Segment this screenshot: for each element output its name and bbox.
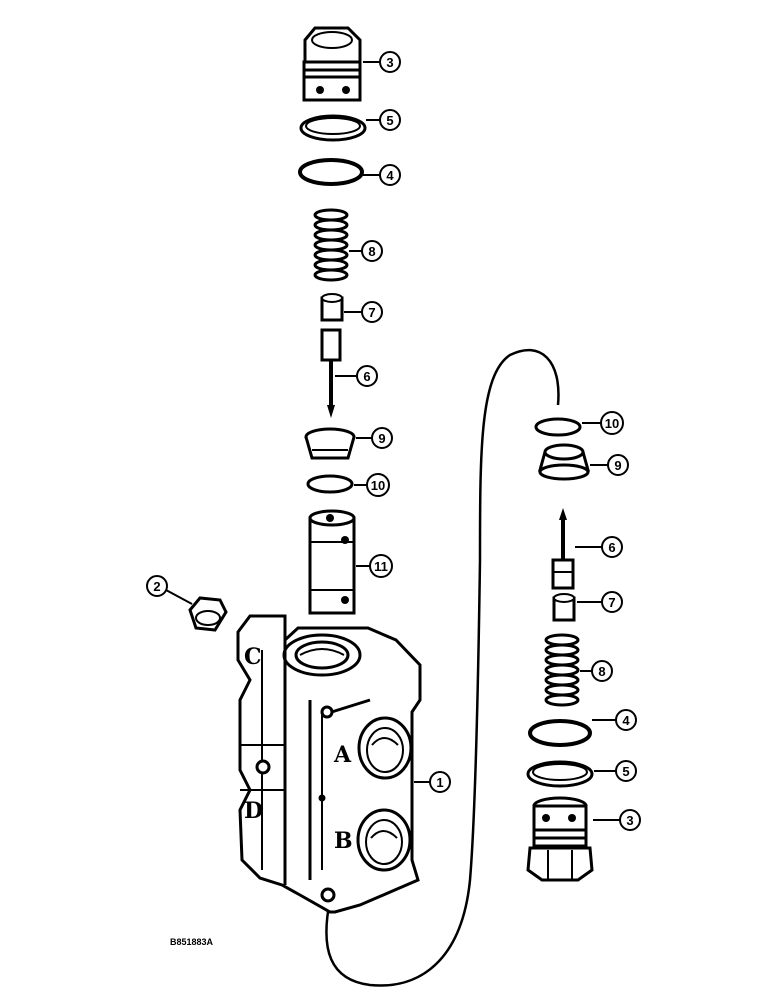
sleeve <box>308 509 356 615</box>
callouts <box>146 51 641 831</box>
poppet-top <box>320 328 342 418</box>
callout-number: 10 <box>605 416 619 431</box>
guide-right <box>552 593 576 622</box>
backup-ring-right <box>526 760 594 788</box>
callout-number: 11 <box>374 559 388 574</box>
callout-number: 6 <box>608 540 615 555</box>
callout-number: 4 <box>386 168 394 183</box>
callout-7-right <box>577 591 623 613</box>
callout-number: 5 <box>622 764 629 779</box>
callout-9-left <box>356 427 393 449</box>
callout-number: 1 <box>436 775 443 790</box>
guide-top <box>320 293 344 322</box>
port-label-d: D <box>244 798 263 824</box>
callout-number: 4 <box>622 713 630 728</box>
callout-2 <box>146 575 193 605</box>
port-label-c: C <box>244 644 262 670</box>
callout-9-right <box>590 454 629 476</box>
plug-top <box>302 26 362 102</box>
plug-bottom <box>526 796 594 882</box>
callout-number: 2 <box>153 579 160 594</box>
callout-1 <box>414 771 451 793</box>
callout-4-right <box>592 709 637 731</box>
callout-number: 6 <box>363 369 370 384</box>
o-ring-right-small <box>534 417 582 437</box>
port-label-a: A <box>333 742 352 768</box>
callout-number: 3 <box>626 813 633 828</box>
callout-10-right <box>582 411 624 435</box>
callout-number: 10 <box>371 478 385 493</box>
callout-number: 9 <box>378 431 385 446</box>
o-ring-top <box>298 158 364 186</box>
callout-3-bottom <box>593 809 641 831</box>
figure-id: B851883A <box>170 937 214 947</box>
callout-number: 5 <box>386 113 393 128</box>
callout-number: 9 <box>614 458 621 473</box>
callout-11 <box>356 554 393 578</box>
o-ring-right <box>528 719 592 747</box>
o-ring-left-small <box>306 474 354 494</box>
cap <box>188 596 228 632</box>
callout-6-right <box>575 536 623 558</box>
callout-6-top <box>335 365 378 387</box>
valve-body <box>236 614 422 914</box>
callout-number: 8 <box>368 244 375 259</box>
callout-8-right <box>580 660 613 682</box>
callout-number: 7 <box>368 305 375 320</box>
spring-top <box>313 208 349 282</box>
connector-line <box>325 348 560 987</box>
callout-5-top <box>366 109 401 131</box>
seat-right <box>538 443 590 481</box>
callout-7-top <box>344 301 383 323</box>
callout-4-top <box>363 164 401 186</box>
poppet-right <box>551 508 575 590</box>
callout-number: 3 <box>386 55 393 70</box>
callout-5-right <box>594 760 637 782</box>
callout-number: 7 <box>608 595 615 610</box>
spring-right <box>544 633 580 707</box>
callout-10-left <box>354 473 390 497</box>
backup-ring-top <box>299 114 367 142</box>
port-label-b: B <box>334 828 353 854</box>
callout-3-top <box>363 51 401 73</box>
callout-8-top <box>349 240 383 262</box>
callout-number: 8 <box>598 664 605 679</box>
seat-left <box>304 427 356 460</box>
